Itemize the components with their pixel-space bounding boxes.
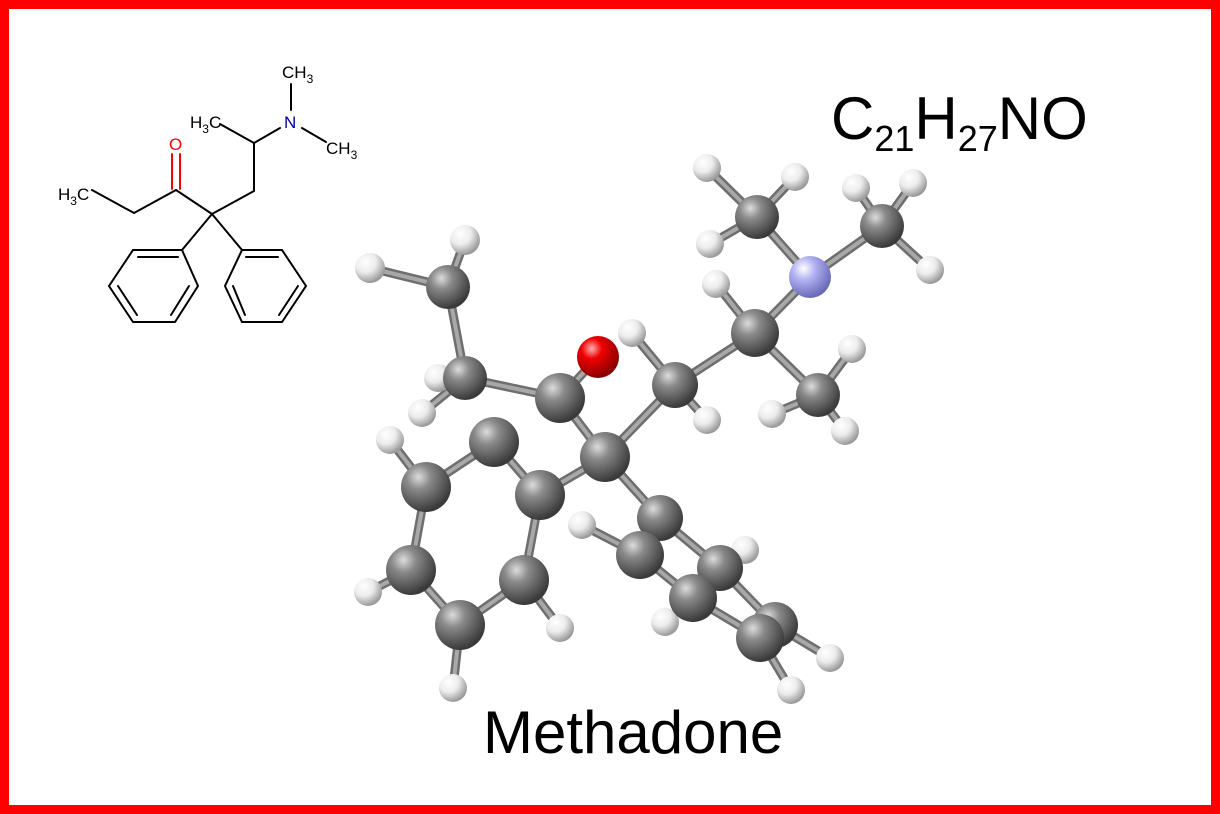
bond-quat-ph2: [211, 213, 243, 251]
atom-carbon-c7: [796, 373, 840, 417]
atom-hydrogen-h16: [702, 270, 730, 298]
atom-hydrogen-h25: [831, 417, 859, 445]
atom-carbon-q3: [669, 574, 717, 622]
bond-ethyl-2: [133, 189, 177, 214]
atom-hydrogen-h22: [916, 256, 944, 284]
atom-carbon-q2: [616, 531, 664, 579]
atom-carbon-cq: [580, 432, 630, 482]
atom-carbon-p5: [386, 545, 436, 595]
label-nitrogen: N: [284, 113, 296, 132]
atom-hydrogen-h14: [618, 319, 646, 347]
atom-hydrogen-h23: [838, 335, 866, 363]
label-methyl-right: CH3: [326, 139, 358, 162]
atom-carbon-p6: [401, 462, 451, 512]
atom-hydrogen-h10: [651, 608, 679, 636]
bond-ch-methyl: [219, 123, 255, 144]
atom-hydrogen-h9: [568, 511, 596, 539]
atom-carbon-c6: [731, 309, 779, 357]
atom-hydrogen-h21: [899, 169, 927, 197]
bond-quat-ch2: [211, 190, 255, 215]
label-ethyl-methyl: H3C: [58, 185, 89, 208]
phenyl-ring-2: [223, 249, 308, 323]
bond-ethyl-1: [91, 189, 135, 214]
atom-carbon-p4: [435, 600, 485, 650]
atom-carbon-c1: [426, 265, 470, 309]
phenyl-ring-1: [107, 249, 200, 323]
bond-co-quat: [175, 189, 213, 215]
atom-hydrogen-h5: [376, 426, 404, 454]
atom-oxygen-o: [577, 336, 619, 378]
atom-carbon-c5: [652, 362, 698, 408]
atom-carbon-c2: [443, 356, 487, 400]
atom-hydrogen-h7: [439, 674, 467, 702]
atom-hydrogen-h19: [696, 230, 724, 258]
atom-hydrogen-h24: [758, 400, 786, 428]
atom-hydrogen-h12: [816, 644, 844, 672]
atom-carbon-p1: [469, 417, 519, 467]
atom-hydrogen-h1: [355, 253, 385, 283]
atom-hydrogen-h18: [781, 163, 809, 191]
bond-n-methyl-right: [301, 127, 327, 143]
bond-ch-n: [253, 127, 281, 144]
atom-nitrogen-n: [789, 256, 831, 298]
atom-carbon-p3: [499, 555, 549, 605]
label-methyl-left: H3C: [190, 113, 221, 136]
atom-carbon-c3: [535, 373, 585, 423]
atom-carbon-cm1: [735, 195, 779, 239]
molecular-formula: C21H27NO: [831, 85, 1088, 159]
atom-hydrogen-h8: [546, 614, 574, 642]
atom-carbon-q6: [697, 545, 743, 591]
compound-name: Methadone: [483, 699, 784, 766]
atom-hydrogen-h17: [693, 154, 721, 182]
label-methyl-top: CH3: [282, 63, 314, 86]
label-oxygen: O: [169, 135, 182, 154]
atom-carbon-q1: [637, 495, 683, 541]
atom-hydrogen-h11: [777, 676, 805, 704]
atom-hydrogen-h4: [408, 399, 436, 427]
atom-carbon-p2: [515, 470, 565, 520]
atom-carbon-cm2: [860, 204, 904, 248]
skeletal-formula: CH3 H3C N CH3 O H3C: [58, 63, 358, 323]
atoms-group: [354, 154, 944, 704]
atom-hydrogen-h15: [693, 406, 721, 434]
atom-carbon-q4: [736, 614, 784, 662]
bond-quat-ph1: [181, 213, 213, 251]
atom-hydrogen-h20: [842, 174, 870, 202]
atom-hydrogen-h2: [450, 225, 480, 255]
atom-hydrogen-h6: [354, 578, 382, 606]
